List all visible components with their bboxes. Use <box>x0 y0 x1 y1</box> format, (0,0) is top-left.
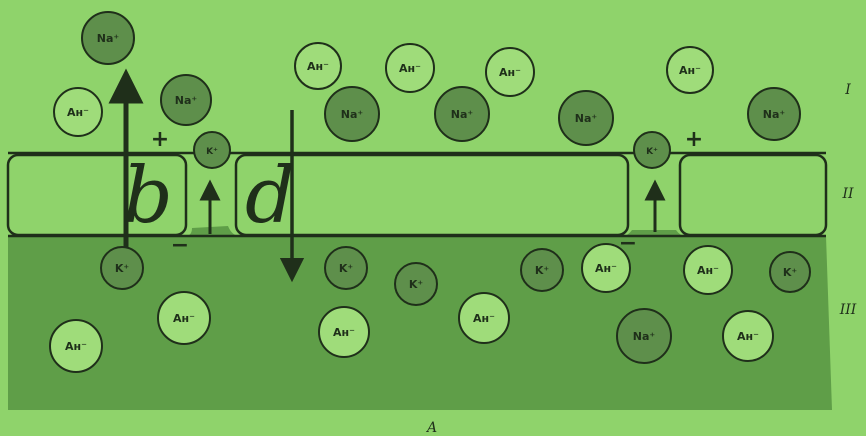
ion-outside-cation: Na⁺ <box>559 91 613 145</box>
ion-label: Na⁺ <box>175 94 198 107</box>
channel-letter-d: d <box>245 151 295 241</box>
ion-label: Ан⁻ <box>65 340 87 353</box>
ion-inside-anion: Ан⁻ <box>723 311 773 361</box>
ion-label: K⁺ <box>115 262 130 275</box>
plus-sign-right: + <box>685 127 703 152</box>
ion-label: Ан⁻ <box>333 326 355 339</box>
ion-inside-cation: K⁺ <box>395 263 437 305</box>
figure-caption: А <box>426 420 438 436</box>
ion-label: Na⁺ <box>341 108 364 121</box>
ion-inside-anion: Ан⁻ <box>582 244 630 292</box>
ions-outside-group: Na⁺ Ан⁻ Na⁺ Ан⁻ Ан⁻ Ан⁻ Na⁺ Na⁺ Na⁺ Ан⁻ Na⁺ <box>54 12 800 145</box>
ion-inside-cation: K⁺ <box>521 249 563 291</box>
ion-outside-anion: Ан⁻ <box>486 48 534 96</box>
ion-inside-anion: Ан⁻ <box>158 292 210 344</box>
ion-label: Na⁺ <box>763 108 786 121</box>
ion-inside-anion: Ан⁻ <box>319 307 369 357</box>
ion-outside-cation: Na⁺ <box>161 75 211 125</box>
ion-label: Ан⁻ <box>473 312 495 325</box>
ion-outside-anion: Ан⁻ <box>295 43 341 89</box>
ion-label: Ан⁻ <box>399 62 421 75</box>
ion-inside-cation: K⁺ <box>325 247 367 289</box>
ion-label: Na⁺ <box>575 112 598 125</box>
ion-label: K⁺ <box>339 262 354 275</box>
ion-label: Ан⁻ <box>499 66 521 79</box>
layer-label-membrane: II <box>841 186 854 202</box>
ion-label: K⁺ <box>646 147 658 157</box>
ion-label: Ан⁻ <box>697 264 719 277</box>
ion-inside-anion: Ан⁻ <box>50 320 102 372</box>
ion-outside-cation: Na⁺ <box>435 87 489 141</box>
ion-label: K⁺ <box>409 278 424 291</box>
plus-sign-left: + <box>151 127 169 152</box>
ion-label: Ан⁻ <box>307 60 329 73</box>
ion-label: K⁺ <box>535 264 550 277</box>
ion-inside-anion: Ан⁻ <box>684 246 732 294</box>
ion-label: Na⁺ <box>451 108 474 121</box>
ion-inside-cation: Na⁺ <box>617 309 671 363</box>
ion-label: Ан⁻ <box>67 106 89 119</box>
ion-inside-cation: K⁺ <box>770 252 810 292</box>
ion-inside-cation: K⁺ <box>101 247 143 289</box>
ion-label: K⁺ <box>783 266 798 279</box>
ion-label: Ан⁻ <box>679 64 701 77</box>
ion-outside-cation: Na⁺ <box>82 12 134 64</box>
layer-label-outside: I <box>844 82 851 98</box>
ion-label: Na⁺ <box>97 32 120 45</box>
ion-outside-anion: Ан⁻ <box>667 47 713 93</box>
ion-label: Ан⁻ <box>737 330 759 343</box>
minus-sign-left: − <box>171 233 189 258</box>
ion-in-channels-cation: K⁺ <box>194 132 230 168</box>
ion-inside-anion: Ан⁻ <box>459 293 509 343</box>
ion-label: Ан⁻ <box>173 312 195 325</box>
ion-label: Na⁺ <box>633 330 656 343</box>
membrane-segment-right <box>680 155 826 235</box>
ion-in-channels-cation: K⁺ <box>634 132 670 168</box>
ion-outside-anion: Ан⁻ <box>54 88 102 136</box>
ion-outside-cation: Na⁺ <box>748 88 800 140</box>
ion-outside-anion: Ан⁻ <box>386 44 434 92</box>
layer-label-inside: III <box>839 302 857 318</box>
ion-label: Ан⁻ <box>595 262 617 275</box>
ion-label: K⁺ <box>206 147 218 157</box>
channel-letter-b: b <box>123 151 173 241</box>
ion-outside-cation: Na⁺ <box>325 87 379 141</box>
